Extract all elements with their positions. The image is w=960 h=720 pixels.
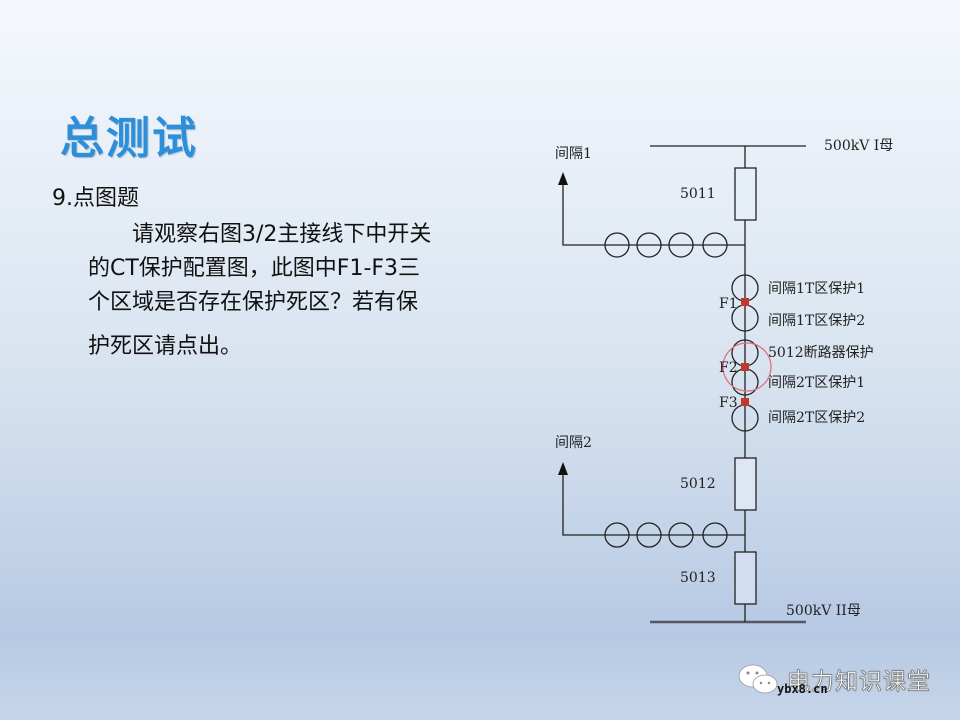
fault-point-f2[interactable] — [741, 363, 749, 371]
watermark-url: ybx8.cn — [777, 682, 828, 696]
bay1-label: 间隔1 — [555, 146, 592, 162]
ct-label-2: 间隔1T区保护2 — [768, 313, 865, 329]
f2-highlight-circle — [722, 342, 772, 392]
breaker-5013[interactable] — [734, 551, 757, 605]
question-text: 请观察右图3/2主接线下中开关 的CT保护配置图，此图中F1-F3三 个区域是否… — [88, 218, 508, 364]
ct-label-5: 间隔2T区保护2 — [768, 410, 865, 426]
fault-label-f1: F1 — [719, 296, 738, 312]
ct-label-3: 5012断路器保护 — [768, 345, 874, 361]
bay2-arrow-icon — [558, 462, 568, 475]
ct-label-4: 间隔2T区保护1 — [768, 375, 865, 391]
bay1-feeder-line — [562, 180, 745, 246]
question-line-1: 请观察右图3/2主接线下中开关 — [132, 222, 432, 247]
breaker-5011[interactable] — [734, 167, 757, 221]
bay2-ct-4 — [702, 522, 728, 548]
bay1-arrow-icon — [558, 172, 568, 185]
slide-title: 总测试 — [60, 113, 198, 164]
bay2-ct-1 — [604, 522, 630, 548]
bay1-ct-1 — [604, 232, 630, 258]
bay2-feeder-line — [562, 470, 745, 536]
bay1-ct-4 — [702, 232, 728, 258]
ct-label-1: 间隔1T区保护1 — [768, 281, 865, 297]
breaker-5012[interactable] — [734, 457, 757, 511]
bay1-ct-3 — [668, 232, 694, 258]
bay2-ct-3 — [668, 522, 694, 548]
bay2-label: 间隔2 — [555, 435, 592, 451]
fault-label-f2: F2 — [719, 360, 738, 376]
breaker-5011-label: 5011 — [680, 186, 716, 202]
fault-point-f3[interactable] — [741, 398, 749, 406]
watermark-brand: 电力知识课堂 — [787, 669, 931, 696]
bay2-ct-2 — [636, 522, 662, 548]
fault-point-f1[interactable] — [741, 298, 749, 306]
question-line-3: 个区域是否存在保护死区？若有保 — [88, 290, 419, 315]
fault-label-f3: F3 — [719, 395, 738, 411]
bus-top-label: 500kV I母 — [824, 138, 893, 154]
watermark: 电力知识课堂 ybx8.cn — [735, 660, 945, 700]
breaker-5013-label: 5013 — [680, 570, 716, 586]
question-number: 9.点图题 — [52, 186, 139, 211]
breaker-5012-label: 5012 — [680, 476, 716, 492]
question-line-2: 的CT保护配置图，此图中F1-F3三 — [88, 256, 421, 281]
question-line-4: 护死区请点出。 — [88, 334, 243, 359]
wechat-icon — [738, 664, 778, 694]
bay1-ct-2 — [636, 232, 662, 258]
bus-bottom-label: 500kV II母 — [786, 603, 861, 619]
